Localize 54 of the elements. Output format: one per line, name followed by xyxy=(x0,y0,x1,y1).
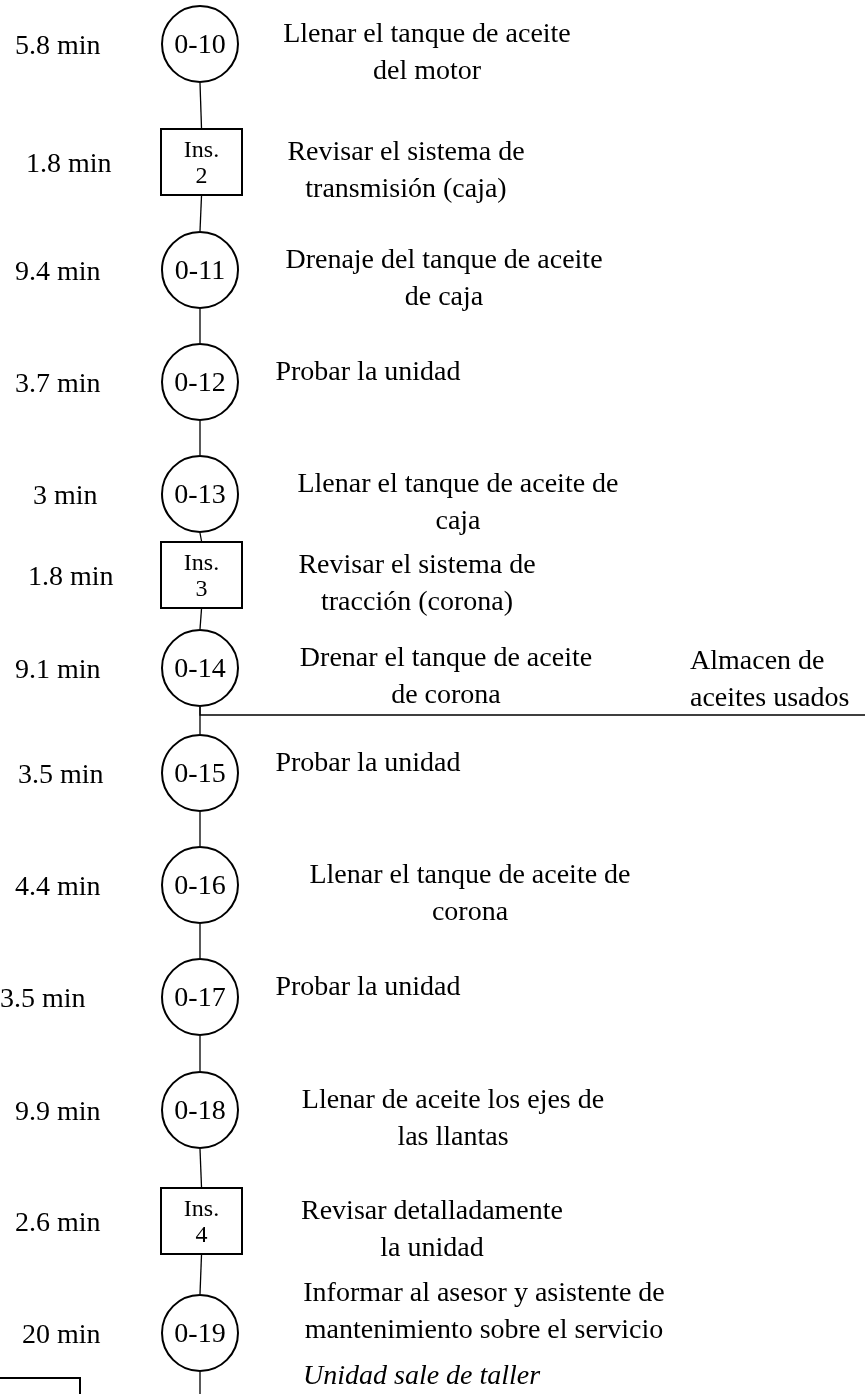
operation-circle: 0-12 xyxy=(161,343,239,421)
connector-line xyxy=(199,195,203,232)
connector-line xyxy=(199,1371,201,1394)
storage-label: Almacen de aceites usados xyxy=(690,625,865,715)
duration-label: 1.8 min xyxy=(26,146,112,180)
connector-line xyxy=(199,532,203,542)
step-description: Llenar el tanque de aceite del motor xyxy=(282,16,572,87)
end-note: Unidad sale de taller xyxy=(303,1358,541,1392)
operation-circle: 0-19 xyxy=(161,1294,239,1372)
step-description: Revisar el sistema de tracción (corona) xyxy=(297,547,537,618)
operation-circle: 0-15 xyxy=(161,734,239,812)
connector-line xyxy=(199,1148,203,1188)
step-description: Probar la unidad xyxy=(274,969,462,1003)
step-description: Revisar el sistema de transmisión (caja) xyxy=(286,134,526,205)
operation-circle: 0-17 xyxy=(161,958,239,1036)
duration-label: 3.7 min xyxy=(15,366,101,400)
step-description: Revisar detalladamente la unidad xyxy=(300,1193,564,1264)
inspection-box: Ins. 4 xyxy=(160,1187,243,1255)
duration-label: 5.8 min xyxy=(15,28,101,62)
operation-circle: 0-14 xyxy=(161,629,239,707)
connector-line xyxy=(199,1035,201,1072)
duration-label: 4.4 min xyxy=(15,869,101,903)
duration-label: 9.4 min xyxy=(15,254,101,288)
operation-circle: 0-10 xyxy=(161,5,239,83)
duration-label: 20 min xyxy=(22,1317,101,1351)
step-description: Drenaje del tanque de aceite de caja xyxy=(284,242,604,313)
connector-line xyxy=(199,308,201,344)
connector-line xyxy=(199,1254,203,1295)
duration-label: 1.8 min xyxy=(28,559,114,593)
connector-line xyxy=(199,82,203,129)
step-description: Llenar de aceite los ejes de las llantas xyxy=(300,1082,606,1153)
inspection-box: Ins. 3 xyxy=(160,541,243,609)
connector-line xyxy=(199,923,201,959)
duration-label: 3.5 min xyxy=(18,757,104,791)
operation-circle: 0-13 xyxy=(161,455,239,533)
connector-line xyxy=(199,706,865,716)
connector-line xyxy=(199,811,201,847)
operation-circle: 0-16 xyxy=(161,846,239,924)
duration-label: 3 min xyxy=(33,478,98,512)
operation-circle: 0-18 xyxy=(161,1071,239,1149)
connector-line xyxy=(199,420,201,456)
step-description: Informar al asesor y asistente de mantenimiento sobre el servicio xyxy=(302,1275,666,1346)
duration-label: 3.5 min xyxy=(0,981,86,1015)
operation-circle: 0-11 xyxy=(161,231,239,309)
duration-label: 2.6 min xyxy=(15,1205,101,1239)
duration-label: 9.9 min xyxy=(15,1094,101,1128)
step-description: Drenar el tanque de aceite de corona xyxy=(298,640,594,711)
step-description: Probar la unidad xyxy=(274,745,462,779)
step-description: Llenar el tanque de aceite de caja xyxy=(296,466,620,537)
connector-line xyxy=(199,608,203,630)
duration-label: 9.1 min xyxy=(15,652,101,686)
inspection-box: Ins. 2 xyxy=(160,128,243,196)
step-description: Llenar el tanque de aceite de corona xyxy=(308,857,632,928)
step-description: Probar la unidad xyxy=(274,354,462,388)
